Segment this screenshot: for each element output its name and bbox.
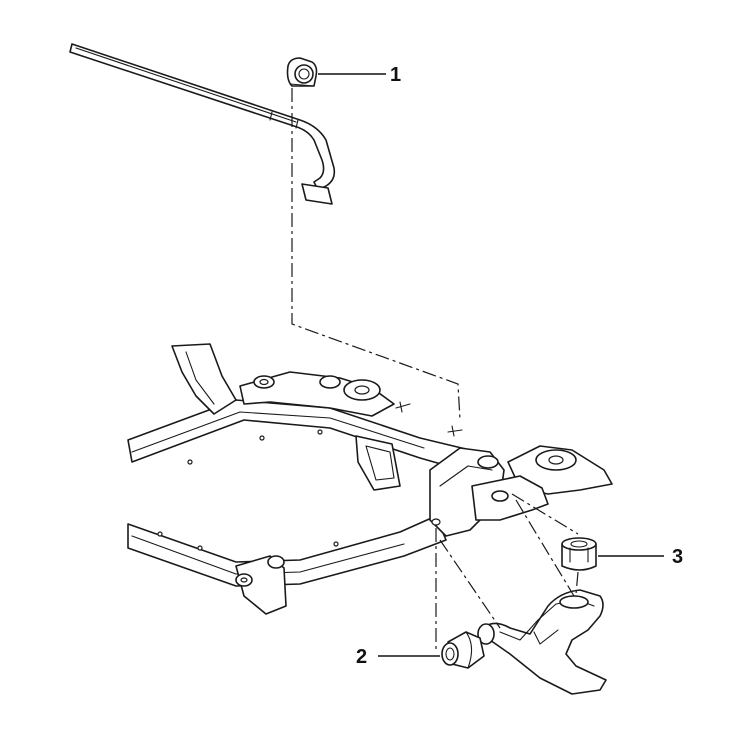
- stabilizer-bushing-part-1: [286, 57, 318, 87]
- alignment-line-2b: [439, 539, 501, 629]
- alignment-line-3c: [575, 571, 579, 595]
- alignment-line-3b: [515, 499, 575, 597]
- callout-2: 2: [356, 646, 367, 668]
- alignment-line-3: [511, 493, 579, 535]
- control-arm-rear-bushing-part-3: [561, 537, 597, 571]
- front-subframe: [127, 343, 613, 615]
- stabilizer-bar: [69, 43, 336, 205]
- alignment-line-1: [291, 88, 461, 421]
- callout-3: 3: [672, 546, 683, 568]
- callout-1: 1: [390, 64, 401, 86]
- lower-control-arm: [477, 589, 607, 695]
- control-arm-front-bushing-part-2: [441, 631, 485, 669]
